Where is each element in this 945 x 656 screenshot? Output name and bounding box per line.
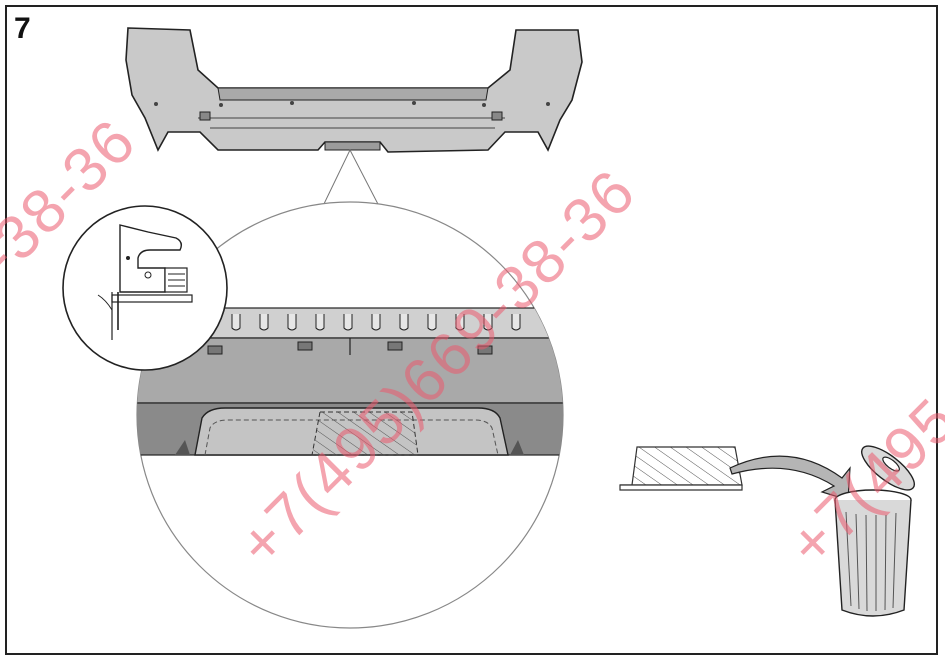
bumper-rib [287,314,297,331]
zoom-view [136,201,564,629]
cut-out-piece [619,446,743,491]
jigsaw-tool-inset [62,205,228,371]
callout-cone [321,148,381,209]
step-number: 7 [14,12,31,45]
bumper-rib [483,314,493,331]
rear-bumper [125,27,583,153]
bumper-rib [231,314,241,331]
bumper-rib [455,314,465,331]
trash-bin-icon [834,445,915,617]
jigsaw-icon [97,224,193,340]
bumper-rib [343,314,353,331]
illustration-frame [5,5,938,655]
bumper-rib [427,314,437,331]
disposal-arrow [729,455,851,501]
bumper-rib [315,314,325,331]
bumper-rib [399,314,409,331]
bumper-rib [511,314,521,331]
bumper-rib [259,314,269,331]
bumper-rib [371,314,381,331]
